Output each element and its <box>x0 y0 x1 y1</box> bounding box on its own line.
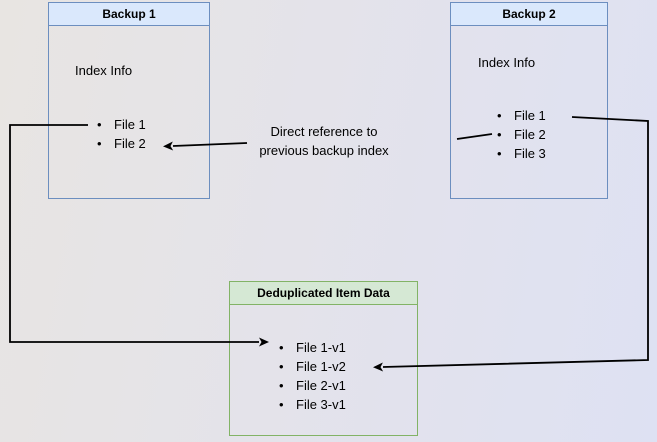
edge-label-direct-reference: Direct reference to previous backup inde… <box>234 122 414 160</box>
dedup-file-list: File 1-v1 File 1-v2 File 2-v1 File 3-v1 <box>279 338 346 414</box>
backup1-subtitle: Index Info <box>75 63 133 78</box>
list-item: File 2 <box>97 134 146 153</box>
dedup-header: Deduplicated Item Data <box>230 282 417 305</box>
backup1-title: Backup 1 <box>102 7 156 21</box>
backup2-subtitle: Index Info <box>478 55 536 70</box>
list-item: File 1 <box>497 106 546 125</box>
list-item: File 2 <box>497 125 546 144</box>
list-item: File 2-v1 <box>279 376 346 395</box>
list-item: File 3 <box>497 144 546 163</box>
backup1-box: Backup 1 Index Info File 1 File 2 <box>48 2 210 199</box>
deduplicated-item-data-box: Deduplicated Item Data File 1-v1 File 1-… <box>229 281 418 436</box>
backup2-file-list: File 1 File 2 File 3 <box>497 106 546 163</box>
edge-label-line2: previous backup index <box>259 143 389 158</box>
list-item: File 3-v1 <box>279 395 346 414</box>
list-item: File 1-v2 <box>279 357 346 376</box>
list-item: File 1-v1 <box>279 338 346 357</box>
edge-label-line1: Direct reference to <box>270 124 378 139</box>
backup2-box: Backup 2 Index Info File 1 File 2 File 3 <box>450 2 608 199</box>
backup2-header: Backup 2 <box>451 3 607 26</box>
dedup-title: Deduplicated Item Data <box>257 286 390 300</box>
backup1-file-list: File 1 File 2 <box>97 115 146 153</box>
list-item: File 1 <box>97 115 146 134</box>
backup2-title: Backup 2 <box>502 7 556 21</box>
backup1-header: Backup 1 <box>49 3 209 26</box>
